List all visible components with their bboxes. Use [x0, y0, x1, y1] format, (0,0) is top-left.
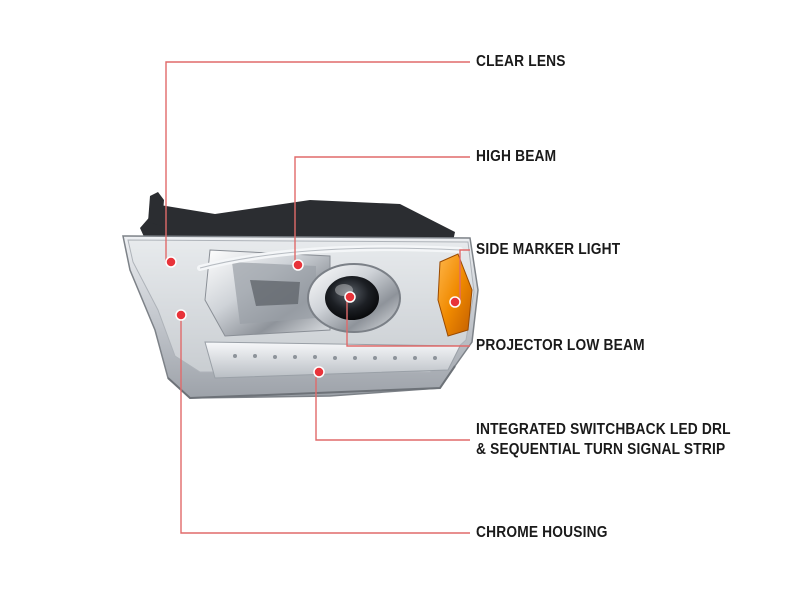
label-clear-lens: CLEAR LENS — [476, 52, 566, 72]
label-high-beam: HIGH BEAM — [476, 147, 556, 167]
dot-clear-lens — [165, 256, 177, 268]
callout-dots — [165, 256, 461, 378]
label-text: INTEGRATED SWITCHBACK LED DRL — [476, 421, 731, 438]
dot-led-drl — [313, 366, 325, 378]
mounting-tab — [148, 192, 164, 226]
label-led-drl-strip: INTEGRATED SWITCHBACK LED DRL & SEQUENTI… — [476, 420, 731, 460]
drl-strip — [204, 341, 461, 379]
label-text: CLEAR LENS — [476, 53, 566, 70]
label-chrome-housing: CHROME HOUSING — [476, 523, 608, 543]
leader-lines — [165, 61, 470, 534]
leader-clear-lens — [165, 61, 470, 262]
dot-projector-low-beam — [344, 291, 356, 303]
label-projector-low-beam: PROJECTOR LOW BEAM — [476, 336, 645, 356]
leader-led-drl — [315, 372, 470, 441]
leader-projector-low-beam — [346, 297, 470, 347]
label-text: & SEQUENTIAL TURN SIGNAL STRIP — [476, 441, 726, 458]
leader-chrome-housing — [180, 315, 470, 534]
label-text: PROJECTOR LOW BEAM — [476, 337, 645, 354]
side-marker-amber — [437, 253, 473, 337]
dot-side-marker — [449, 296, 461, 308]
dot-high-beam — [292, 259, 304, 271]
drl-led-dots — [233, 354, 437, 360]
label-text: CHROME HOUSING — [476, 524, 608, 541]
leader-high-beam — [294, 156, 470, 265]
label-text: SIDE MARKER LIGHT — [476, 241, 621, 258]
label-text: HIGH BEAM — [476, 148, 557, 165]
dot-chrome-housing — [175, 309, 187, 321]
label-side-marker-light: SIDE MARKER LIGHT — [476, 240, 620, 260]
